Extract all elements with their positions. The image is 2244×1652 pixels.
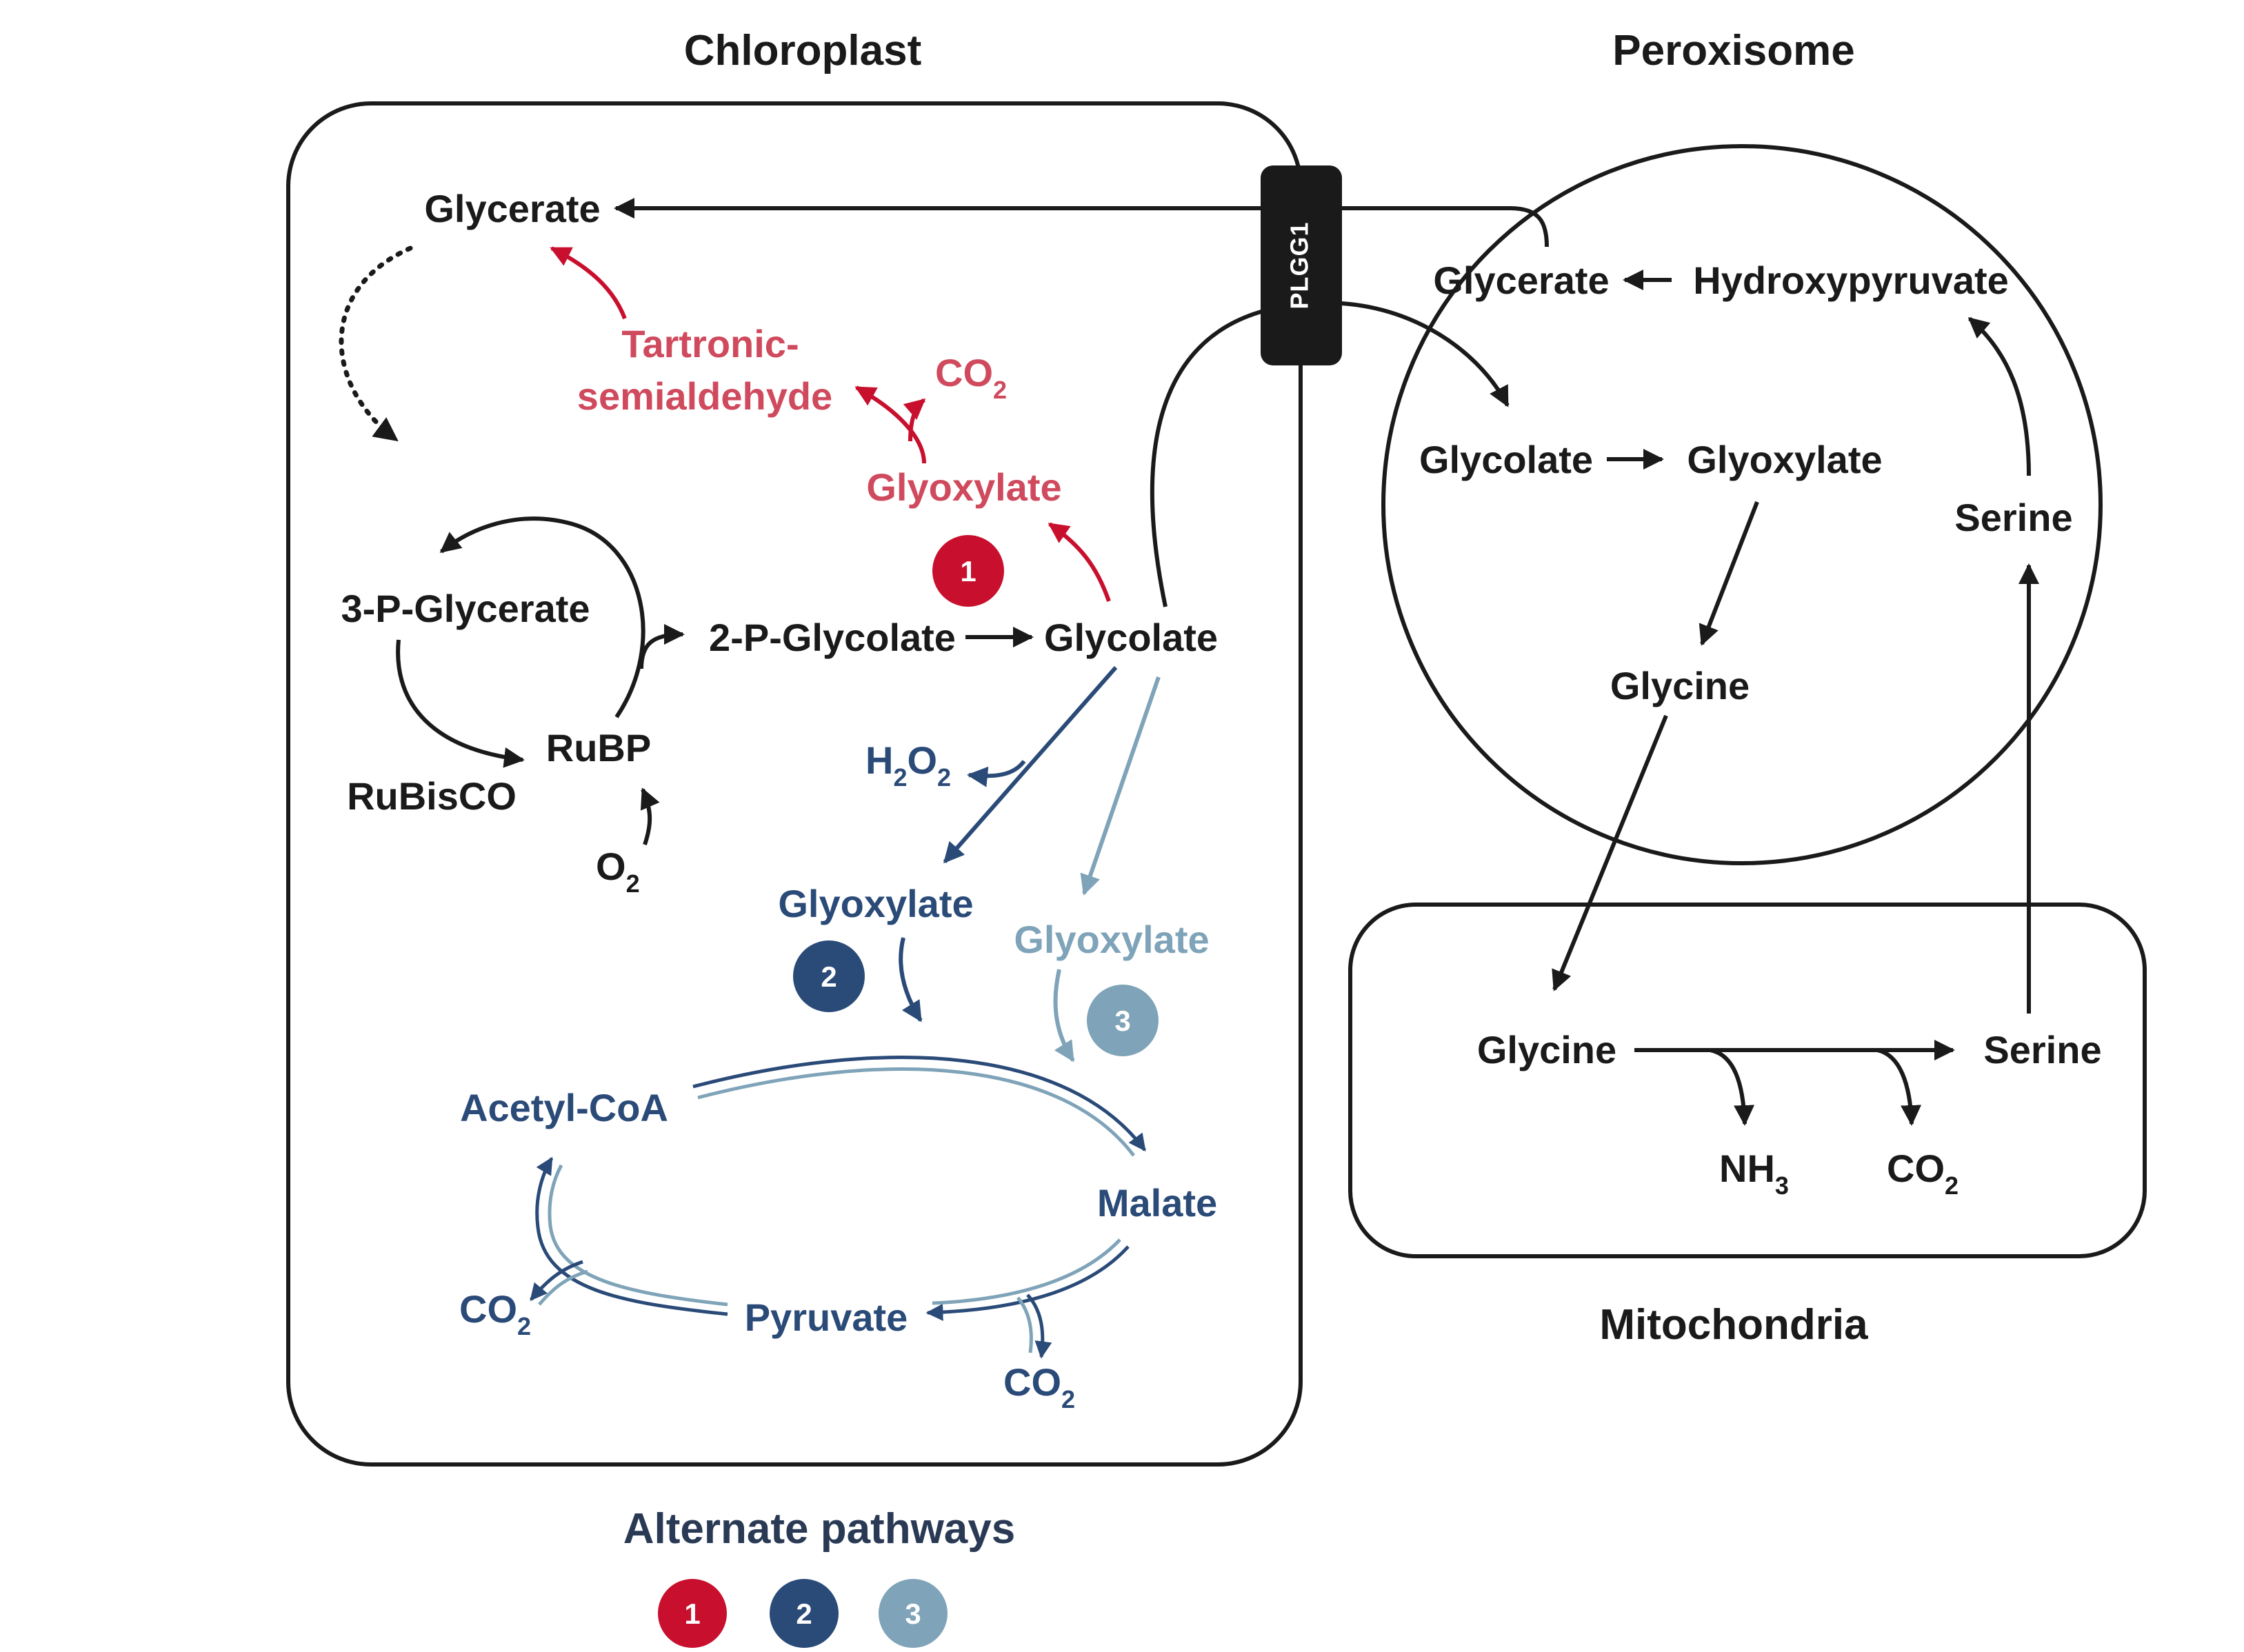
glyoxylate-to-glycine-arrow xyxy=(1699,501,1759,646)
glycolate-to-red-glyoxylate-arrow xyxy=(1048,522,1111,602)
pyruvate-co2-label: CO2 xyxy=(459,1287,531,1340)
chloroplast-title: Chloroplast xyxy=(684,27,921,74)
malate-co2-label: CO2 xyxy=(1003,1360,1075,1413)
mitochondria-co2-label: CO2 xyxy=(1887,1147,1959,1200)
svg-text:3: 3 xyxy=(1114,1005,1130,1037)
glycerate-to-calvin-dotted-arrow xyxy=(339,245,413,443)
calvin-cycle-bottom-arrow xyxy=(396,639,525,768)
co2-release-arrow xyxy=(1876,1048,1922,1126)
chloroplast-glycolate-label: Glycolate xyxy=(1044,616,1218,659)
light-glyoxylate-label: Glyoxylate xyxy=(1014,918,1209,961)
peroxisome-glycolate-label: Glycolate xyxy=(1419,438,1593,481)
tartronic-to-glycerate-arrow xyxy=(550,246,627,320)
svg-text:2: 2 xyxy=(821,960,837,993)
malate-to-pyruvate-arrow-dark xyxy=(925,1245,1130,1321)
mitochondria-serine-label: Serine xyxy=(1983,1028,2101,1071)
red-glyoxylate-label: Glyoxylate xyxy=(866,465,1061,509)
svg-text:1: 1 xyxy=(684,1598,700,1630)
dark-glyoxylate-label: Glyoxylate xyxy=(778,882,973,925)
glycolate-to-light-glyoxylate-arrow xyxy=(1080,676,1161,896)
glycolate-to-dark-glyoxylate-arrow xyxy=(943,666,1118,864)
pathway-2-badge: 2 xyxy=(793,940,865,1012)
tartronic-line1-label: Tartronic- xyxy=(621,322,799,365)
peroxisome-glyoxylate-label: Glyoxylate xyxy=(1687,438,1882,481)
chloroplast-glycerate-label: Glycerate xyxy=(424,187,600,230)
peroxisome-glycerate-label: Glycerate xyxy=(1433,259,1609,302)
plgg1-label: PLGG1 xyxy=(1285,221,1314,309)
malate-to-pyruvate-arrow-light xyxy=(932,1238,1121,1305)
legend-item-2: 2 xyxy=(770,1579,839,1648)
red-glyoxylate-to-tartronic-arrow xyxy=(854,385,926,464)
peroxisome-serine-label: Serine xyxy=(1954,496,2072,539)
pyruvate-to-acetylcoa-arrow-dark xyxy=(535,1156,728,1316)
red-co2-release-arrow xyxy=(903,398,926,442)
o2-label: O2 xyxy=(596,845,640,898)
h2o2-label: H2O2 xyxy=(865,738,951,792)
o2-to-rubp-arrow xyxy=(640,787,660,845)
malate-co2-release-arrow-dark xyxy=(1026,1293,1052,1359)
glycine-to-mitochondria-arrow xyxy=(1552,714,1668,991)
light-glyoxylate-to-malate-arrow xyxy=(1053,969,1075,1062)
legend-title: Alternate pathways xyxy=(623,1505,1016,1553)
svg-text:2: 2 xyxy=(796,1598,812,1630)
acetyl-coa-label: Acetyl-CoA xyxy=(460,1086,668,1129)
hydroxypyruvate-label: Hydroxypyruvate xyxy=(1693,259,2009,302)
pyruvate-co2-release-arrow-dark xyxy=(530,1260,583,1301)
mitochondria-boundary xyxy=(1348,903,2147,1258)
serine-to-hydroxypyruvate-arrow xyxy=(1967,316,2031,476)
peroxisome-glycine-label: Glycine xyxy=(1610,664,1750,707)
mitochondria-title: Mitochondria xyxy=(1599,1301,1868,1349)
acetylcoa-to-malate-arrow-light xyxy=(697,1067,1135,1157)
rubisco-label: RuBisCO xyxy=(347,774,517,818)
red-co2-label: CO2 xyxy=(935,351,1007,404)
dark-glyoxylate-to-malate-arrow xyxy=(899,937,923,1023)
three-p-glycerate-label: 3-P-Glycerate xyxy=(341,587,590,630)
malate-co2-release-arrow-light xyxy=(1016,1296,1033,1353)
pathway-1-badge: 1 xyxy=(932,535,1004,607)
acetylcoa-to-malate-arrow-dark xyxy=(692,1056,1147,1152)
rubp-to-2pg-arrow xyxy=(639,624,685,669)
malate-label: Malate xyxy=(1097,1181,1217,1225)
h2o2-release-arrow xyxy=(967,760,1026,787)
peroxisome-boundary xyxy=(1381,144,2103,865)
pyruvate-label: Pyruvate xyxy=(745,1296,908,1339)
plgg1-transporter: PLGG1 xyxy=(1261,165,1342,365)
two-p-glycolate-label: 2-P-Glycolate xyxy=(709,616,956,659)
pyruvate-to-acetylcoa-arrow-light xyxy=(548,1164,728,1307)
mitochondria-glycine-label: Glycine xyxy=(1477,1028,1616,1071)
svg-text:3: 3 xyxy=(905,1598,921,1630)
nh3-label: NH3 xyxy=(1719,1147,1789,1200)
glycerate-export-arrow xyxy=(614,198,1549,248)
pyruvate-co2-release-arrow-light xyxy=(538,1269,588,1306)
legend-item-3: 3 xyxy=(879,1579,948,1648)
legend-item-1: 1 xyxy=(658,1579,727,1648)
rubp-label: RuBP xyxy=(546,726,651,769)
tartronic-line2-label: semialdehyde xyxy=(577,374,832,418)
nh3-release-arrow xyxy=(1710,1048,1755,1126)
peroxisome-title: Peroxisome xyxy=(1612,27,1855,74)
svg-text:1: 1 xyxy=(960,555,976,587)
pathway-3-badge: 3 xyxy=(1087,985,1159,1056)
chloroplast-boundary xyxy=(286,101,1303,1467)
